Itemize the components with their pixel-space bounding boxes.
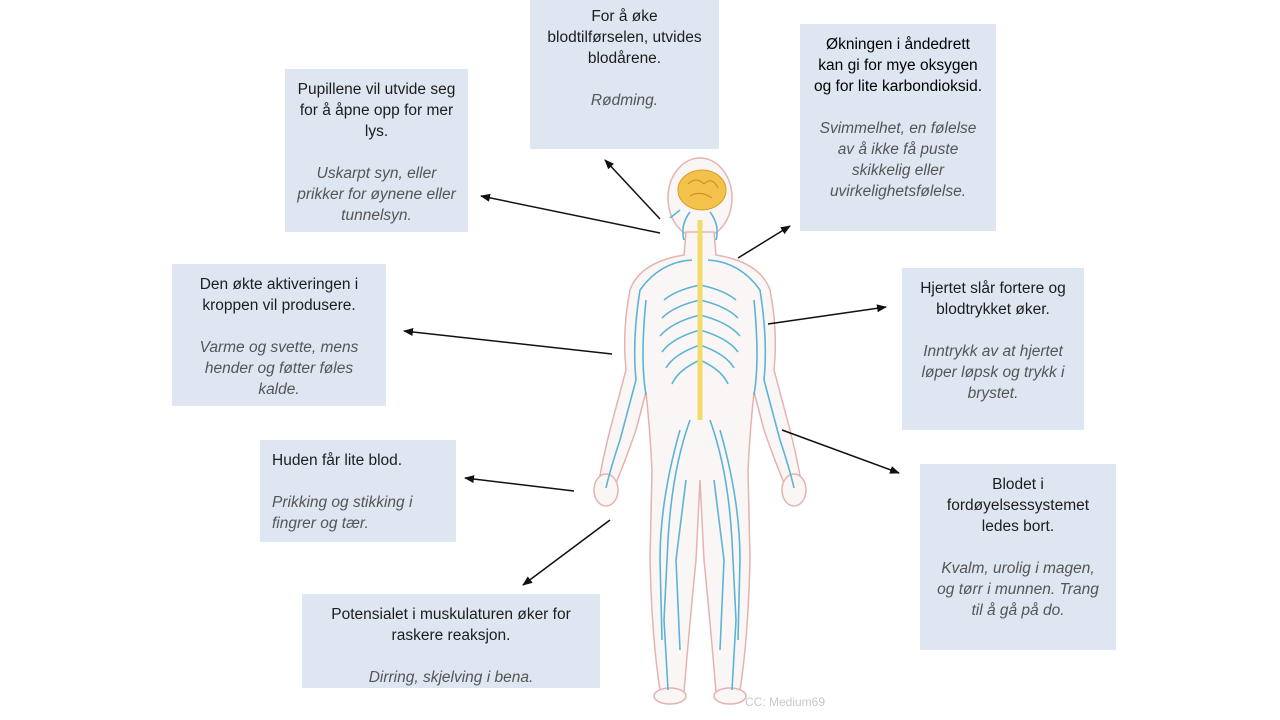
cause-text: Huden får lite blod. — [272, 452, 403, 469]
image-credit: CC: Medium69 — [745, 695, 826, 709]
symptom-text: Dirring, skjelving i bena. — [368, 669, 534, 686]
arrow-hands — [464, 475, 575, 492]
arrow-skin-heat — [403, 328, 613, 355]
info-box-blood-vessels: For å øke blodtilførselen, utvides blodå… — [530, 0, 719, 149]
info-box-skin: Huden får lite blod. Prikking og stikkin… — [260, 440, 456, 542]
arrow-lungs — [737, 225, 791, 259]
arrow-legs — [522, 519, 611, 586]
symptom-text: Inntrykk av at hjertet løper løpsk og tr… — [921, 343, 1065, 402]
cause-text: For å øke blodtilførselen, utvides blodå… — [547, 8, 702, 67]
symptom-text: Varme og svette, mens hender og føtter f… — [199, 339, 359, 398]
arrows — [403, 159, 900, 586]
brain — [677, 169, 727, 211]
info-box-breathing: Økningen i åndedrett kan gi for mye oksy… — [800, 24, 996, 231]
symptom-text: Svimmelhet, en følelse av å ikke få pust… — [819, 120, 977, 200]
cause-text: Blodet i fordøyelsessystemet ledes bort. — [946, 476, 1090, 535]
info-box-heart: Hjertet slår fortere og blodtrykket øker… — [902, 268, 1084, 430]
info-box-muscles: Potensialet i muskulaturen øker for rask… — [302, 594, 600, 688]
cause-text: Pupillene vil utvide seg for å åpne opp … — [297, 81, 456, 140]
symptom-text: Uskarpt syn, eller prikker for øynene el… — [297, 165, 456, 224]
cause-text: Potensialet i muskulaturen øker for rask… — [331, 606, 571, 644]
symptom-text: Rødming. — [590, 92, 659, 109]
symptom-text: Prikking og stikking i fingrer og tær. — [272, 494, 413, 532]
info-box-pupils: Pupillene vil utvide seg for å åpne opp … — [285, 69, 468, 232]
arrow-face — [604, 159, 661, 220]
info-box-digestion: Blodet i fordøyelsessystemet ledes bort.… — [920, 464, 1116, 650]
arrow-heart — [767, 304, 887, 325]
info-box-activation: Den økte aktiveringen i kroppen vil prod… — [172, 264, 386, 406]
cause-text: Den økte aktiveringen i kroppen vil prod… — [199, 276, 359, 314]
arrow-stomach — [781, 429, 900, 474]
arrow-eyes — [480, 193, 661, 234]
cause-text: Økningen i åndedrett kan gi for mye oksy… — [813, 36, 982, 95]
symptom-text: Kvalm, urolig i magen, og tørr i munnen.… — [937, 560, 1099, 619]
cause-text: Hjertet slår fortere og blodtrykket øker… — [920, 280, 1066, 318]
